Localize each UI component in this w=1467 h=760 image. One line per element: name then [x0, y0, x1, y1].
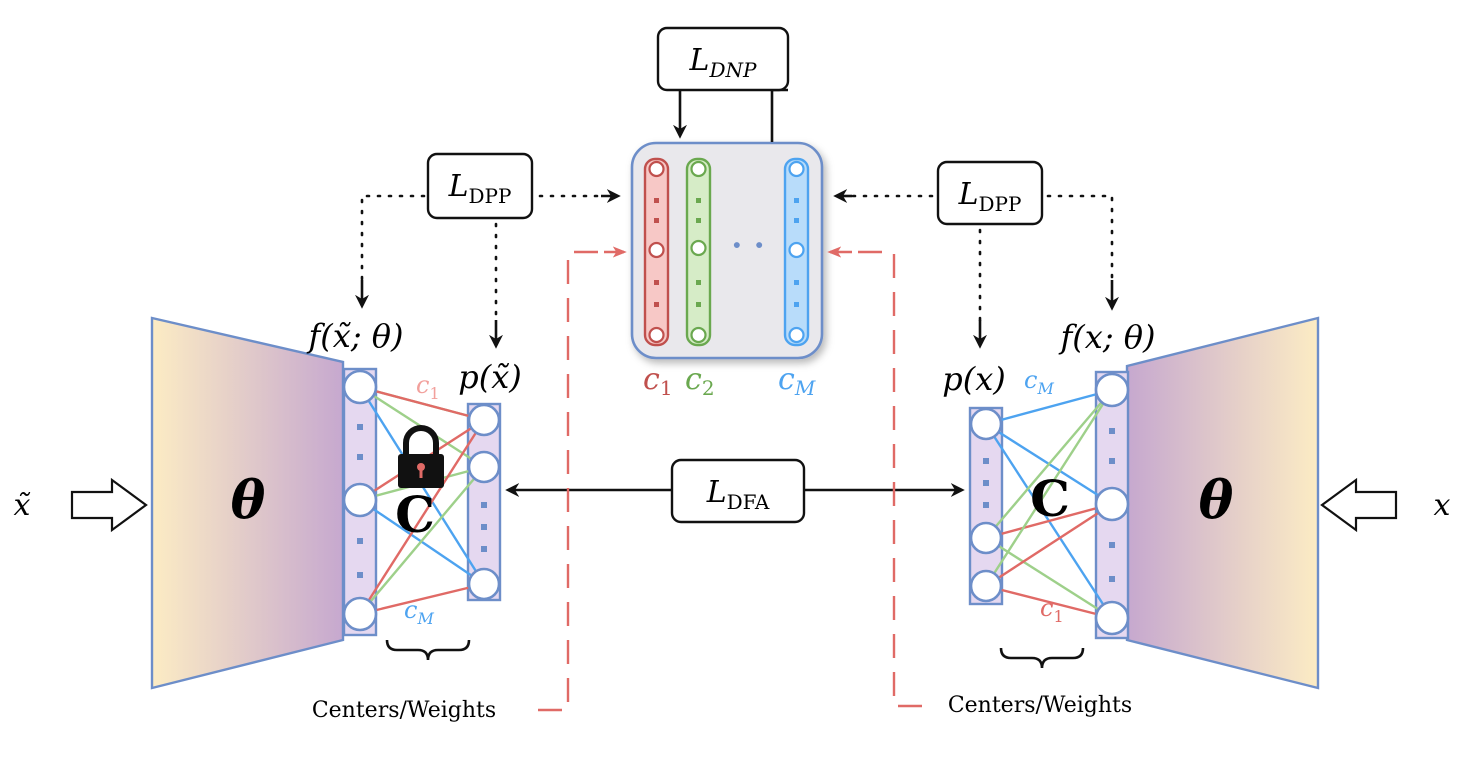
- loss-dpp-right-text: LDPP: [958, 177, 1022, 216]
- encoder-right: [1125, 316, 1320, 690]
- cM-label-right: cM: [1024, 366, 1054, 398]
- dpp-right-to-f: [1046, 194, 1114, 282]
- input-arrow-right: [1320, 477, 1398, 533]
- classifier-label-left: C: [395, 485, 435, 544]
- prob-nodes-left: [467, 403, 501, 601]
- p-label-right: p(x): [942, 360, 1006, 398]
- loss-box-dpp-right: [936, 160, 1044, 226]
- input-arrow-left: [70, 477, 148, 533]
- update-path-left: [538, 250, 606, 712]
- encoder-left: [150, 316, 345, 690]
- prototype-column-c2: [685, 157, 712, 347]
- cM-label-left: cM: [404, 596, 434, 628]
- loss-box-dpp-left: [426, 152, 534, 220]
- input-x: x: [1434, 488, 1451, 523]
- theta-left: θ: [231, 470, 266, 531]
- prob-nodes-right: [969, 407, 1003, 603]
- prototype-ellipsis: · ·: [731, 226, 764, 264]
- loss-box-dfa: [670, 458, 806, 524]
- prototype-column-c1: [643, 157, 670, 347]
- c1-label-left: c1: [416, 371, 440, 403]
- prototype-column-cM: [783, 157, 810, 347]
- dnp-loop-line: [770, 88, 788, 142]
- lock-icon: [398, 425, 444, 488]
- dpp-left-to-f: [360, 194, 426, 282]
- p-label-left: p(x̃): [458, 358, 522, 396]
- loss-box-dnp: [656, 26, 790, 92]
- loss-dfa-text: LDFA: [706, 475, 770, 514]
- brace-left: [385, 639, 471, 661]
- loss-dpp-left-text: LDPP: [448, 169, 512, 208]
- column-label-c1: c1: [643, 362, 673, 400]
- connections-right: [984, 388, 1114, 620]
- input-x-tilde: x̃: [14, 488, 32, 523]
- theta-right: θ: [1199, 470, 1234, 531]
- update-path-right: [852, 250, 922, 708]
- column-label-cM: cM: [778, 362, 816, 400]
- centers-weights-right: Centers/Weights: [948, 693, 1132, 718]
- feature-nodes-left: [342, 369, 378, 632]
- feature-nodes-right: [1094, 372, 1130, 636]
- c1-label-right: c1: [1040, 594, 1064, 626]
- classifier-label-right: C: [1030, 469, 1070, 528]
- column-label-c2: c2: [685, 362, 715, 400]
- prototype-memory: [630, 141, 824, 360]
- f-label-left: f(x̃; θ): [306, 317, 403, 355]
- centers-weights-left: Centers/Weights: [312, 698, 496, 723]
- brace-right: [999, 647, 1085, 669]
- f-label-right: f(x; θ): [1058, 318, 1155, 356]
- loss-dnp-text: LDNP: [689, 43, 757, 82]
